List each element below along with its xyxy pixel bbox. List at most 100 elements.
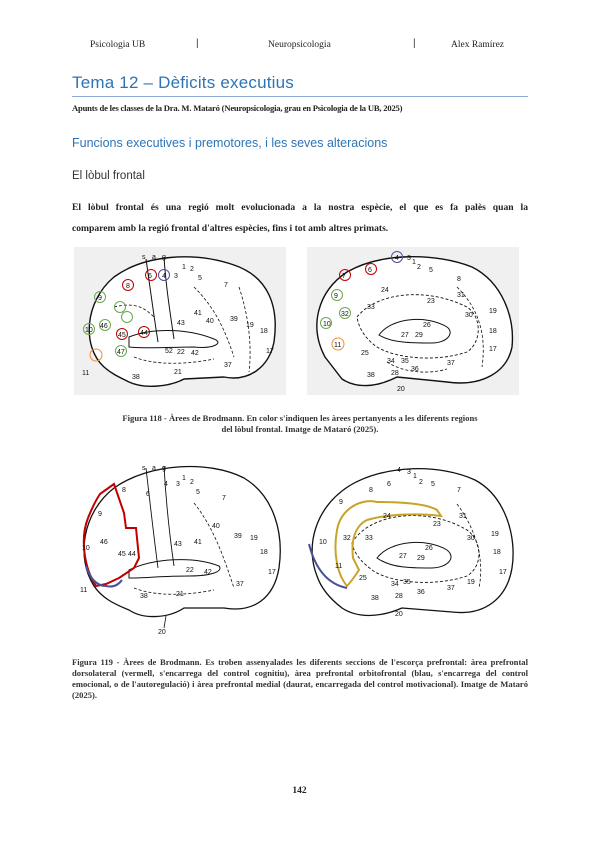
area-label: 21 — [176, 591, 184, 598]
area-label: 34 — [391, 581, 399, 588]
area-label: 18 — [493, 549, 501, 556]
area-label: 30 — [465, 312, 473, 319]
area-label: 1 — [182, 264, 186, 271]
paragraph-line: comparem amb la regió frontal d'altres e… — [72, 223, 389, 234]
area-label: 35 — [403, 579, 411, 586]
area-label: 5 — [431, 481, 435, 488]
area-label: 44 — [140, 330, 148, 337]
area-label: 18 — [260, 328, 268, 335]
subsection-title: El lòbul frontal — [72, 170, 145, 182]
area-label: 42 — [191, 350, 199, 357]
area-label: 41 — [194, 539, 202, 546]
area-label: 2 — [417, 264, 421, 271]
area-label: 4 — [162, 273, 166, 280]
area-label: 37 — [447, 585, 455, 592]
area-label: 18 — [489, 328, 497, 335]
area-label: 9 — [98, 295, 102, 302]
header-subject: Neuropsicologia — [268, 40, 331, 50]
header-author: Alex Ramírez — [451, 40, 505, 50]
area-label: 32 — [343, 535, 351, 542]
area-label: 10 — [85, 327, 93, 334]
area-label: 20 — [158, 629, 166, 636]
area-label: 10 — [82, 545, 90, 552]
area-label: 17 — [489, 346, 497, 353]
area-label: 52 — [165, 348, 173, 355]
area-label: 26 — [423, 322, 431, 329]
area-label: 36 — [417, 589, 425, 596]
area-label: 36 — [411, 366, 419, 373]
area-label: 33 — [365, 535, 373, 542]
area-label: 30 — [467, 535, 475, 542]
area-label: 29 — [415, 332, 423, 339]
area-label: 23 — [427, 298, 435, 305]
area-label: 28 — [395, 593, 403, 600]
area-label: 6 — [387, 481, 391, 488]
area-label: 44 — [128, 551, 136, 558]
prefrontal-lateral-figure: s a g 4 3 1 2 5 6 8 7 9 46 10 45 44 40 4… — [74, 458, 286, 638]
area-label: 7 — [457, 487, 461, 494]
area-label: 24 — [383, 513, 391, 520]
header-separator: | — [413, 38, 416, 49]
area-label: 37 — [447, 360, 455, 367]
area-label: 1 — [413, 473, 417, 480]
area-label: 1 — [412, 259, 416, 266]
caption-line: del lòbul frontal. Imatge de Mataró (202… — [221, 424, 379, 434]
area-label: 40 — [212, 523, 220, 530]
area-label: 27 — [401, 332, 409, 339]
page-number: 142 — [292, 786, 307, 796]
area-label: 6 — [146, 491, 150, 498]
page-subtitle: Apunts de les classes de la Dra. M. Mata… — [72, 103, 403, 113]
prefrontal-medial-figure: 4 3 1 2 5 6 8 7 9 24 31 23 32 10 33 27 2… — [307, 458, 519, 638]
area-label: 46 — [100, 539, 108, 546]
area-label: 5 — [198, 275, 202, 282]
area-label: 11 — [334, 342, 341, 349]
area-label: 6 — [148, 273, 152, 280]
section-title: Funcions executives i premotores, i les … — [72, 136, 388, 150]
area-label: 4 — [395, 255, 399, 262]
area-label: 38 — [140, 593, 148, 600]
area-label: 4 — [164, 481, 168, 488]
area-label: 9 — [339, 499, 343, 506]
area-label: 40 — [206, 318, 214, 325]
area-label: 22 — [177, 349, 185, 356]
area-label: 42 — [204, 569, 212, 576]
area-label: 26 — [425, 545, 433, 552]
area-label: 3 — [407, 469, 411, 476]
area-label: 45 — [118, 551, 126, 558]
area-label: 11 — [335, 563, 342, 570]
area-label: 1 — [182, 475, 186, 482]
area-label: 38 — [371, 595, 379, 602]
area-label: 7 — [224, 282, 228, 289]
area-label: 45 — [118, 332, 126, 339]
area-label: 20 — [397, 386, 405, 393]
area-label: 23 — [433, 521, 441, 528]
area-label: 32 — [341, 311, 349, 318]
area-label: 5 — [196, 489, 200, 496]
area-label: 33 — [367, 304, 375, 311]
area-label: 2 — [419, 479, 423, 486]
area-label: 24 — [381, 287, 389, 294]
title-underline — [72, 96, 528, 97]
area-label: 3 — [176, 481, 180, 488]
header-separator: | — [196, 38, 199, 49]
area-label: a — [152, 254, 156, 261]
area-label: 8 — [126, 283, 130, 290]
area-label: 17 — [499, 569, 507, 576]
area-label: 19 — [491, 531, 499, 538]
area-label: 21 — [174, 369, 182, 376]
area-label: 37 — [224, 362, 232, 369]
caption-line: Figura 118 - Àrees de Brodmann. En color… — [122, 413, 478, 423]
area-label: 5 — [429, 267, 433, 274]
area-label: 3 — [407, 255, 411, 262]
area-label: 19 — [246, 322, 254, 329]
area-label: 29 — [417, 555, 425, 562]
page-title: Tema 12 – Dèficits executius — [72, 73, 294, 92]
area-label: 20 — [395, 611, 403, 618]
header-course: Psicologia UB — [90, 40, 146, 50]
area-label: 37 — [236, 581, 244, 588]
area-label: 38 — [367, 372, 375, 379]
brodmann-lateral-figure: s a g 6 4 3 1 2 5 7 8 9 10 46 45 44 47 1… — [74, 247, 286, 395]
area-label: 10 — [323, 321, 331, 328]
area-label: 11 — [80, 587, 87, 594]
area-label: 19 — [467, 579, 475, 586]
